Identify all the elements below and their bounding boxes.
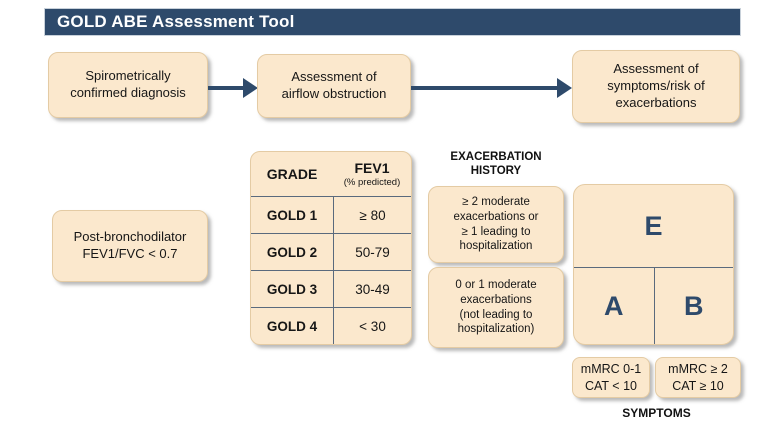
- abe-classification-grid: E A B: [573, 184, 734, 345]
- table-row-gold2-fev1: 50-79: [333, 233, 411, 270]
- table-row-gold4-fev1: < 30: [333, 307, 411, 344]
- fev1-column-header: FEV1 (% predicted): [333, 152, 411, 196]
- table-row-gold2-grade: GOLD 2: [251, 233, 333, 270]
- fev1-header-subtitle: (% predicted): [343, 177, 401, 188]
- arrow-shaft: [208, 86, 243, 90]
- symptoms-heading: SYMPTOMS: [622, 406, 691, 420]
- exacerbation-history-heading: EXACERBATION HISTORY: [450, 151, 542, 177]
- flow-step-confirmed-diagnosis: Spirometrically confirmed diagnosis: [48, 52, 208, 118]
- fev1-header-title: FEV1: [354, 160, 390, 176]
- post-bronchodilator-criteria-box: Post-bronchodilator FEV1/FVC < 0.7: [52, 210, 208, 282]
- symptoms-high-box: mMRC ≥ 2 CAT ≥ 10: [655, 357, 741, 398]
- title-bar: GOLD ABE Assessment Tool: [44, 8, 741, 36]
- table-row-gold1-grade: GOLD 1: [251, 196, 333, 233]
- grade-fev1-table: GRADE FEV1 (% predicted) GOLD 1 ≥ 80 GOL…: [250, 151, 412, 345]
- flow-step-airflow-obstruction: Assessment of airflow obstruction: [257, 54, 411, 118]
- exacerbation-high-risk-box: ≥ 2 moderate exacerbations or ≥ 1 leadin…: [428, 186, 564, 263]
- symptoms-low-box: mMRC 0-1 CAT < 10: [572, 357, 650, 398]
- flow-arrow-2: [411, 78, 572, 98]
- page-title: GOLD ABE Assessment Tool: [57, 12, 295, 31]
- flow-arrow-1: [208, 78, 258, 98]
- flow-step-symptoms-risk: Assessment of symptoms/risk of exacerbat…: [572, 50, 740, 123]
- arrow-head-icon: [243, 78, 258, 98]
- table-row-gold3-grade: GOLD 3: [251, 270, 333, 307]
- table-row-gold4-grade: GOLD 4: [251, 307, 333, 344]
- arrow-head-icon: [557, 78, 572, 98]
- exacerbation-low-risk-box: 0 or 1 moderate exacerbations (not leadi…: [428, 267, 564, 348]
- group-e-cell: E: [644, 210, 663, 241]
- group-a-cell: A: [574, 267, 654, 344]
- table-row-gold1-fev1: ≥ 80: [333, 196, 411, 233]
- table-row-gold3-fev1: 30-49: [333, 270, 411, 307]
- group-b-cell: B: [653, 267, 733, 344]
- grade-column-header: GRADE: [266, 166, 318, 182]
- arrow-shaft: [411, 86, 557, 90]
